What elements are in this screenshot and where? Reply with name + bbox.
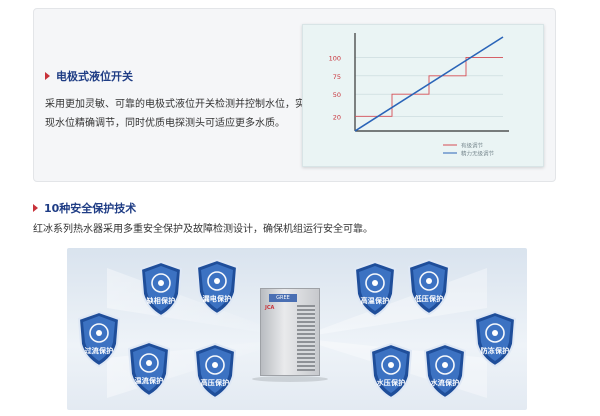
section-level-switch-title: 电极式液位开关 bbox=[45, 68, 133, 84]
legend-label: 有级调节 bbox=[461, 142, 484, 150]
y-tick-label: 20 bbox=[333, 113, 341, 121]
series-step-line bbox=[355, 56, 503, 117]
shield-8: 防冻保护 bbox=[471, 310, 519, 368]
section-level-switch-desc: 采用更加灵敏、可靠的电极式液位开关检测并控制水位，实 现水位精确调节，同时优质电… bbox=[45, 99, 305, 129]
heat-pump-unit: GREE JCA bbox=[260, 288, 320, 376]
legend-label: 精力无级调节 bbox=[461, 150, 495, 158]
shield-10: 水流保护 bbox=[421, 342, 469, 400]
protection-panel: GREE JCA 缺相保护 漏电保护过流保护温流保护 高压保护 低压保护 高温保护防冻保… bbox=[67, 248, 527, 410]
shield-label: 过流保护 bbox=[84, 347, 114, 355]
unit-brand-plate: GREE bbox=[269, 294, 297, 302]
shield-4: 温流保护 bbox=[125, 340, 173, 398]
shield-6: 低压保护 bbox=[405, 258, 453, 316]
y-tick-label: 100 bbox=[329, 54, 341, 62]
shield-label: 防冻保护 bbox=[480, 347, 510, 355]
shield-9: 水压保护 bbox=[367, 342, 415, 400]
shield-7: 高温保护 bbox=[351, 260, 399, 318]
shield-5: 高压保护 bbox=[191, 342, 239, 400]
unit-sub-label: JCA bbox=[265, 305, 275, 311]
shield-label: 缺相保护 bbox=[146, 297, 176, 305]
shield-label: 水流保护 bbox=[430, 379, 460, 387]
bullet-triangle-icon bbox=[33, 204, 38, 212]
shield-label: 低压保护 bbox=[414, 295, 444, 303]
y-tick-label: 50 bbox=[333, 91, 341, 99]
bullet-triangle-icon bbox=[45, 72, 50, 80]
series-linear-line bbox=[354, 36, 504, 132]
shield-3: 过流保护 bbox=[75, 310, 123, 368]
shield-label: 温流保护 bbox=[134, 377, 164, 385]
y-tick-label: 75 bbox=[333, 73, 341, 81]
shield-label: 高温保护 bbox=[360, 297, 390, 305]
level-chart: 20 50 75 100 有级调节精力无级调节 bbox=[302, 24, 544, 167]
shield-label: 高压保护 bbox=[200, 379, 230, 387]
section-protection-desc: 红冰系列热水器采用多重安全保护及故障检测设计，确保机组运行安全可靠。 bbox=[33, 224, 373, 235]
shield-label: 漏电保护 bbox=[202, 295, 232, 303]
shield-1: 缺相保护 bbox=[137, 260, 185, 318]
unit-grille bbox=[297, 305, 315, 371]
shield-2: 漏电保护 bbox=[193, 258, 241, 316]
unit-shadow bbox=[252, 376, 328, 382]
section-protection-title: 10种安全保护技术 bbox=[33, 200, 136, 216]
shield-label: 水压保护 bbox=[376, 379, 406, 387]
